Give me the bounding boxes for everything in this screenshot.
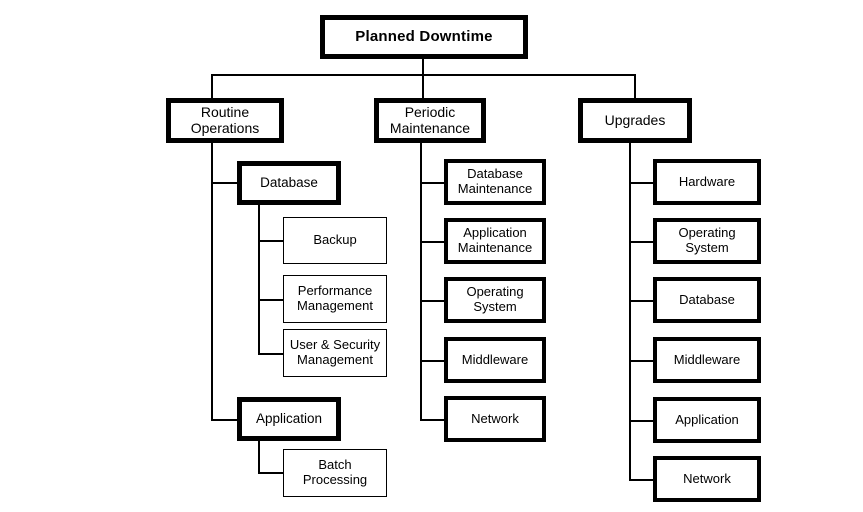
connector-stub-batch <box>258 472 285 474</box>
node-batch-processing[interactable]: Batch Processing <box>283 449 387 497</box>
node-network-upgrade[interactable]: Network <box>653 456 761 502</box>
node-label: Middleware <box>461 351 529 367</box>
connector-trunk-upgrades <box>629 142 631 481</box>
node-label: Database <box>260 175 318 191</box>
node-label: Hardware <box>678 173 736 189</box>
connector-drop-periodic <box>422 74 424 98</box>
connector-trunk-database <box>258 204 260 354</box>
node-operating-system-upgrade[interactable]: Operating System <box>653 218 761 264</box>
node-label: Performance Management <box>297 283 373 313</box>
connector-stub-application <box>211 419 239 421</box>
connector-stub-user-security <box>258 353 285 355</box>
node-hardware-upgrade[interactable]: Hardware <box>653 159 761 205</box>
node-periodic-maintenance[interactable]: Periodic Maintenance <box>374 98 486 143</box>
connector-stub-application-upgrade <box>629 420 655 422</box>
node-routine-application[interactable]: Application <box>237 397 341 441</box>
node-label: Application <box>675 411 739 427</box>
node-label: Middleware <box>673 351 741 367</box>
node-application-upgrade[interactable]: Application <box>653 397 761 443</box>
node-label: Network <box>471 410 519 426</box>
node-routine-operations[interactable]: Routine Operations <box>166 98 284 143</box>
node-label: Application Maintenance <box>457 225 533 255</box>
connector-stub-middleware-upgrade <box>629 360 655 362</box>
node-label: Network <box>683 470 731 486</box>
node-label: Routine Operations <box>190 103 260 136</box>
node-label: Application <box>255 411 323 427</box>
node-label: Operating System <box>678 225 736 255</box>
connector-stub-database <box>211 182 239 184</box>
node-label: Operating System <box>466 284 524 314</box>
connector-stub-db-maint <box>420 182 446 184</box>
connector-stub-hardware <box>629 182 655 184</box>
node-label: User & Security Management <box>289 337 381 367</box>
connector-stub-network-upgrade <box>629 479 655 481</box>
connector-stub-database-upgrade <box>629 300 655 302</box>
connector-stub-backup <box>258 240 285 242</box>
node-label: Database <box>679 291 735 307</box>
connector-stub-app-maint <box>420 241 446 243</box>
connector-stub-network-maint <box>420 419 446 421</box>
connector-trunk-periodic <box>420 142 422 421</box>
node-label: Batch Processing <box>302 457 368 487</box>
node-performance-management[interactable]: Performance Management <box>283 275 387 323</box>
node-database-maintenance[interactable]: Database Maintenance <box>444 159 546 205</box>
connector-stub-middleware-maint <box>420 360 446 362</box>
node-label: Upgrades <box>604 111 666 128</box>
connector-root-stem <box>422 58 424 75</box>
node-user-security-management[interactable]: User & Security Management <box>283 329 387 377</box>
node-planned-downtime[interactable]: Planned Downtime <box>320 15 528 59</box>
node-backup[interactable]: Backup <box>283 217 387 264</box>
connector-stub-os-upgrade <box>629 241 655 243</box>
connector-stub-os-maint <box>420 300 446 302</box>
node-label: Planned Downtime <box>355 27 493 45</box>
node-database-upgrade[interactable]: Database <box>653 277 761 323</box>
node-application-maintenance[interactable]: Application Maintenance <box>444 218 546 264</box>
node-middleware-maintenance[interactable]: Middleware <box>444 337 546 383</box>
node-upgrades[interactable]: Upgrades <box>578 98 692 143</box>
node-operating-system-maintenance[interactable]: Operating System <box>444 277 546 323</box>
connector-trunk-routine <box>211 142 213 420</box>
connector-stub-performance <box>258 299 285 301</box>
connector-drop-upgrades <box>634 74 636 98</box>
connector-drop-routine <box>211 74 213 98</box>
node-middleware-upgrade[interactable]: Middleware <box>653 337 761 383</box>
node-network-maintenance[interactable]: Network <box>444 396 546 442</box>
node-label: Database Maintenance <box>457 166 533 196</box>
node-label: Backup <box>313 232 357 248</box>
connector-trunk-application <box>258 441 260 473</box>
node-label: Periodic Maintenance <box>389 103 471 136</box>
node-routine-database[interactable]: Database <box>237 161 341 205</box>
